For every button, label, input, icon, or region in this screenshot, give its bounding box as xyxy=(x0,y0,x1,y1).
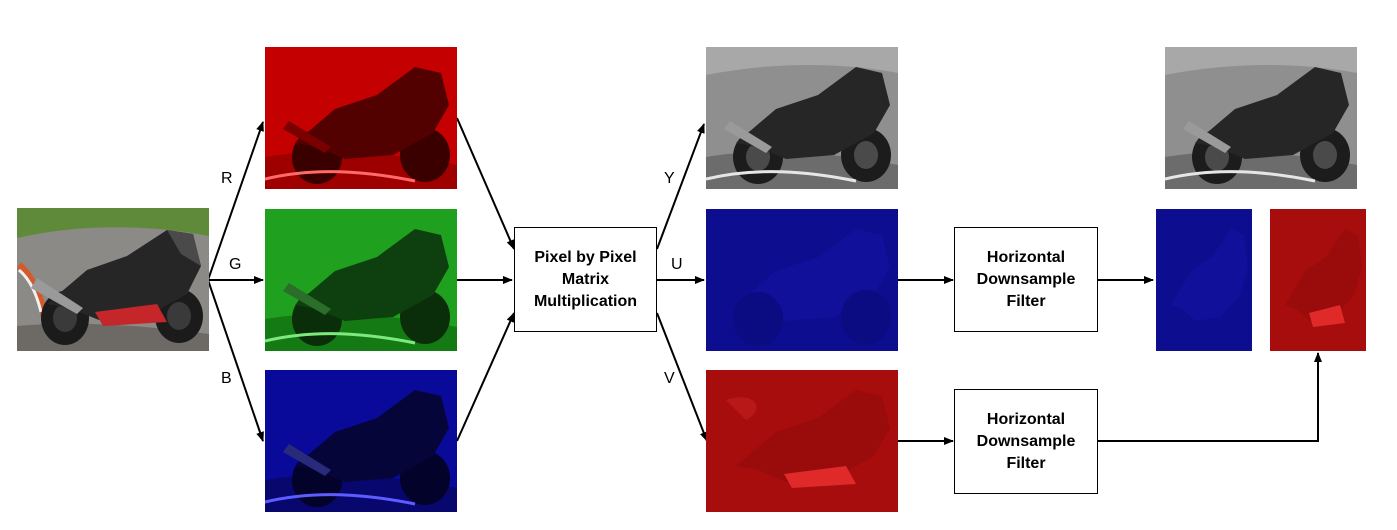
arrow-b-to-matrix xyxy=(456,312,515,442)
filter-v-label: Horizontal Downsample Filter xyxy=(976,410,1076,472)
y-plane-image xyxy=(706,47,898,189)
filter-u-label: Horizontal Downsample Filter xyxy=(976,248,1076,310)
horizontal-downsample-filter-u: Horizontal Downsample Filter xyxy=(954,227,1098,332)
output-u-plane-image xyxy=(1156,209,1252,351)
r-channel-image xyxy=(265,47,457,189)
label-v: V xyxy=(664,370,675,387)
arrow-matrix-to-y xyxy=(656,123,705,250)
g-channel-image xyxy=(265,209,457,351)
arrow-filter-to-v-small xyxy=(1098,352,1322,442)
output-v-plane-image xyxy=(1270,209,1366,351)
arrow-source-to-r xyxy=(207,121,264,281)
b-channel-image xyxy=(265,370,457,512)
label-r: R xyxy=(221,170,233,187)
source-photo xyxy=(17,208,209,351)
arrow-r-to-matrix xyxy=(456,117,515,250)
label-b: B xyxy=(221,370,232,387)
horizontal-downsample-filter-v: Horizontal Downsample Filter xyxy=(954,389,1098,494)
v-plane-image xyxy=(706,370,898,512)
label-g: G xyxy=(229,256,242,273)
arrow-matrix-to-v xyxy=(656,312,708,442)
arrow-source-to-b xyxy=(207,279,264,442)
label-u: U xyxy=(671,256,683,273)
label-y: Y xyxy=(664,170,675,187)
u-plane-image xyxy=(706,209,898,351)
matrix-multiplication-label: Pixel by Pixel Matrix Multiplication xyxy=(533,248,638,310)
output-y-plane-image xyxy=(1165,47,1357,189)
matrix-multiplication-box: Pixel by Pixel Matrix Multiplication xyxy=(514,227,657,332)
